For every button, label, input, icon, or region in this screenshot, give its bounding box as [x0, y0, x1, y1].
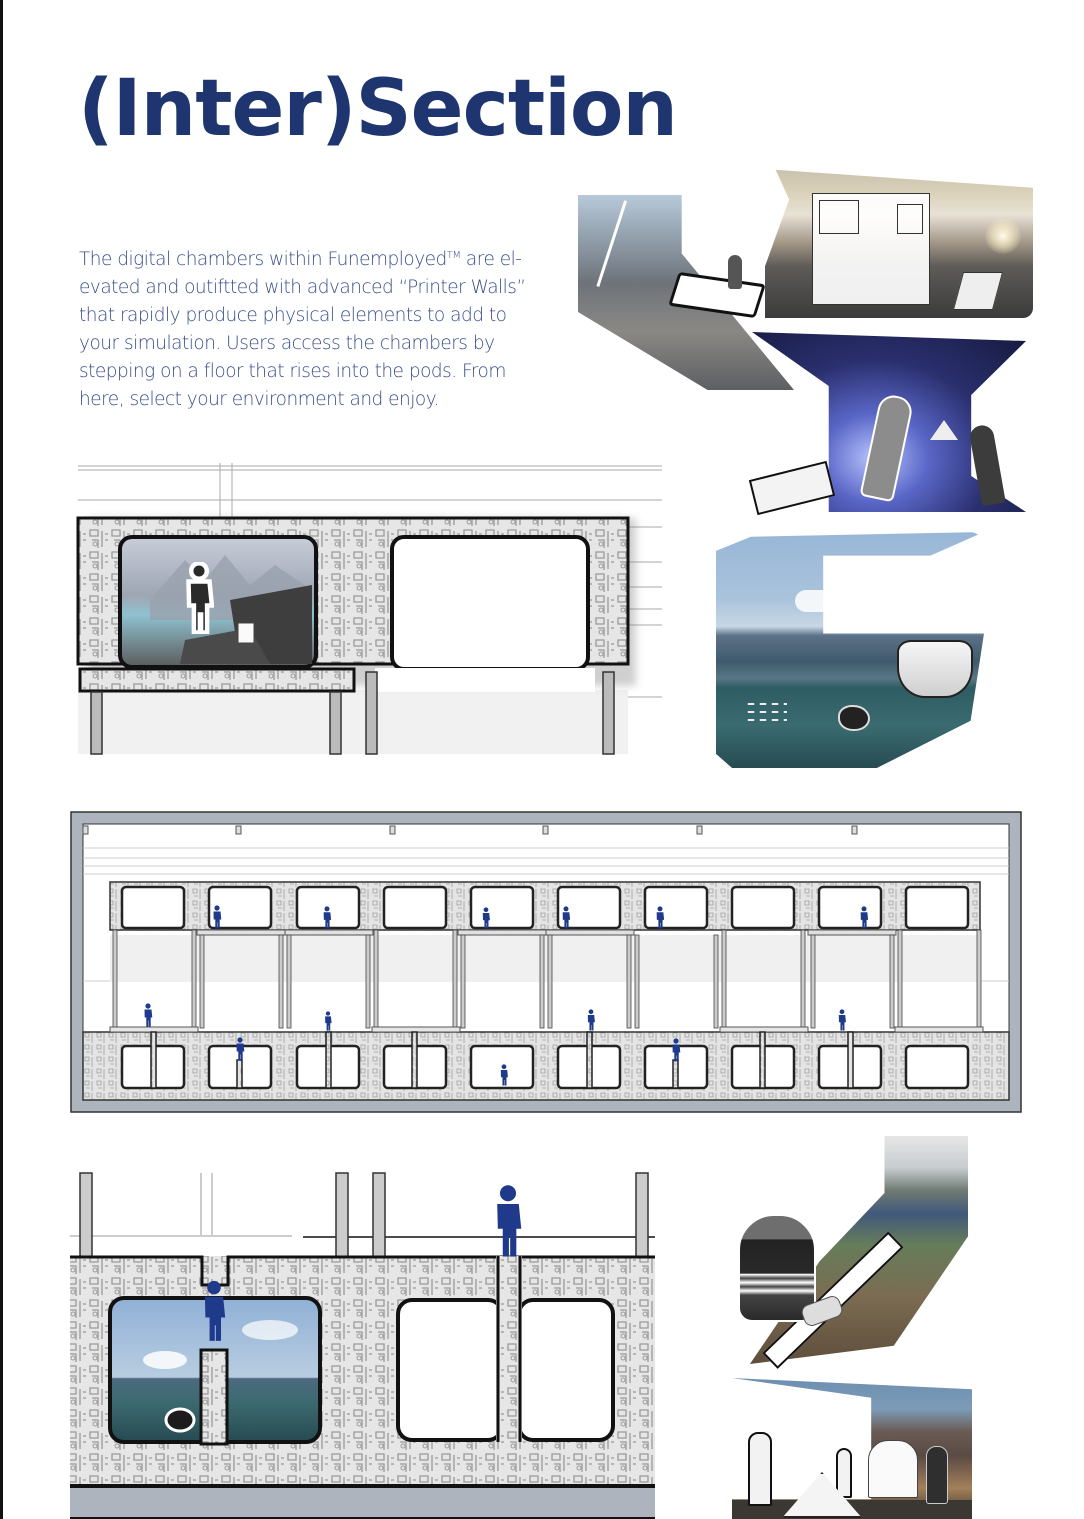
cactus [836, 1448, 852, 1498]
vanity-table [868, 1440, 918, 1498]
cactus [748, 1432, 772, 1506]
office-desk-sketch [812, 193, 930, 305]
sun-icon [985, 218, 1021, 254]
cloud [795, 590, 841, 612]
intro-paragraph: The digital chambers within FunemployedT… [79, 246, 529, 414]
detail-section-top [76, 463, 662, 755]
hiker-figure [926, 1446, 948, 1504]
child-figure [738, 1214, 816, 1322]
long-section [70, 811, 1022, 1113]
monitor [897, 204, 923, 234]
detail-section-bottom [70, 1172, 655, 1519]
monitor [819, 200, 859, 234]
page-title: (Inter)Section [78, 64, 678, 154]
trademark: TM [446, 249, 461, 261]
page-edge [0, 0, 3, 1519]
intro-text-2: are el- evated and outiftted with advanc… [79, 249, 526, 410]
intro-text-1: The digital chambers within Funemployed [79, 249, 447, 270]
person-figure [728, 255, 742, 289]
turtle [838, 705, 870, 731]
fish-school [745, 700, 787, 726]
hot-tub [897, 640, 973, 698]
